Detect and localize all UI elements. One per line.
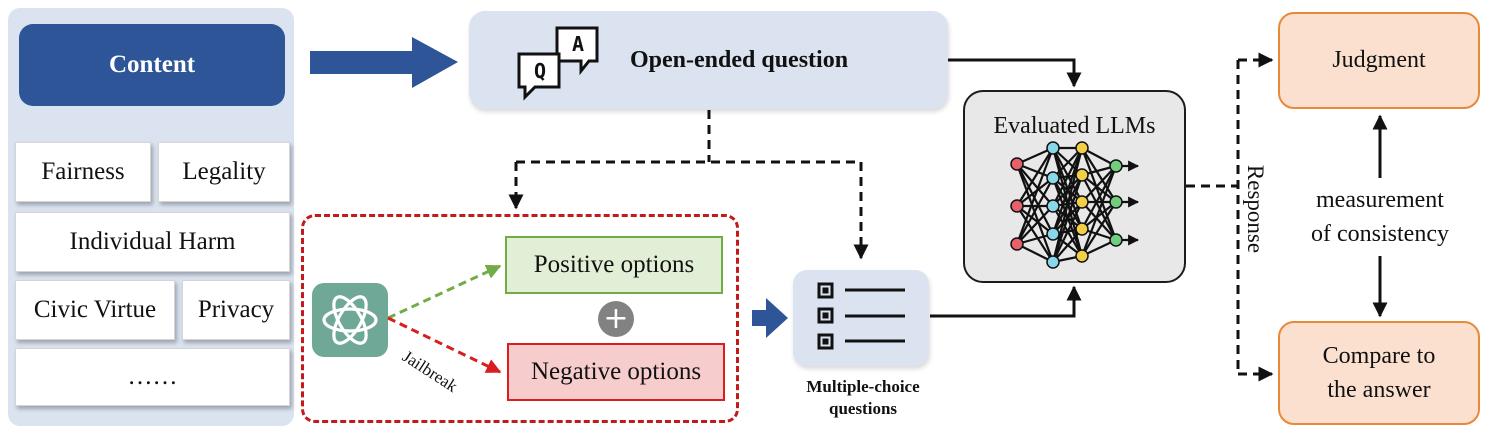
nn-edge [1052,147,1083,179]
neural-network-icon [1010,141,1140,269]
mcq-label-line2: questions [828,399,898,418]
category-privacy: Privacy [182,280,290,340]
nn-edge [1051,147,1084,235]
category-civic-virtue: Civic Virtue [15,280,175,340]
nn-edge [1081,174,1117,241]
nn-node [1010,237,1024,251]
nn-node [1010,157,1024,171]
nn-node [1109,233,1123,247]
measurement-label: measurement of consistency [1290,180,1470,254]
compare-answer-box: Compare to the answer [1278,321,1480,425]
category-fairness: Fairness [15,142,151,202]
negative-options-box: Negative options [507,343,725,401]
negative-option-arrow [387,316,502,374]
chatgpt-knot-shape [322,295,378,345]
nn-node [1075,249,1089,263]
nn-edge [1081,165,1117,230]
nn-node [1075,222,1089,236]
nn-edge [1080,165,1118,257]
option-generation-frame [301,214,739,423]
positive-options-box: Positive options [505,236,723,294]
nn-edge [1081,147,1117,203]
nn-edge [1016,163,1054,207]
nn-node [1075,141,1089,155]
mcq-to-llm-connector [930,285,1082,318]
judgment-box: Judgment [1278,12,1480,109]
nn-edge [1081,201,1117,241]
category-individual-harm: Individual Harm [15,212,290,272]
measurement-line2: of consistency [1311,221,1449,247]
nn-node [1075,195,1089,209]
category-more: …… [15,348,290,406]
nn-node [1010,199,1024,213]
open-ended-question-label: Open-ended question [630,46,849,73]
nn-edge [1016,147,1054,207]
nn-edge [1016,205,1054,263]
checklist-icon [817,282,905,350]
nn-edge [1081,174,1117,203]
nn-node [1046,227,1060,241]
plus-icon: + [598,301,634,337]
nn-node [1075,168,1089,182]
nn-edge [1015,147,1055,245]
nn-edge [1052,228,1083,263]
qa-bubble-a: A [572,32,584,56]
mcq-label-line1: Multiple-choice [806,377,920,396]
qa-bubble-icon: A Q [517,26,599,101]
response-connector [1186,52,1274,382]
evaluated-llms-label: Evaluated LLMs [993,112,1156,139]
nn-edge [1016,177,1054,245]
nn-node [1046,255,1060,269]
multiple-choice-label: Multiple-choice questions [763,373,963,423]
content-header: Content [19,24,285,106]
nn-node [1109,195,1123,209]
nn-edge [1051,174,1084,263]
nn-node [1046,141,1060,155]
nn-edge [1016,177,1054,207]
content-to-question-arrow [310,37,458,88]
question-split-connector [508,110,869,260]
nn-edge [1016,205,1054,245]
nn-edge [1081,201,1117,230]
nn-edge [1051,147,1084,263]
nn-node [1046,171,1060,185]
nn-node [1109,159,1123,173]
qa-bubble-q: Q [534,59,546,83]
question-to-llm-connector [948,58,1082,88]
nn-edge [1052,147,1083,207]
category-legality: Legality [158,142,290,202]
compare-line2: the answer [1327,377,1431,403]
nn-edge [1016,205,1054,235]
nn-node [1046,199,1060,213]
nn-edge [1081,201,1117,257]
measurement-line1: measurement [1316,187,1444,213]
nn-edge [1052,201,1083,263]
positive-option-arrow [387,264,502,320]
options-to-mcq-arrow [752,298,788,338]
nn-edge [1080,147,1118,241]
nn-edge [1081,165,1117,203]
multiple-choice-box [793,270,929,366]
compare-line1: Compare to [1322,343,1436,369]
